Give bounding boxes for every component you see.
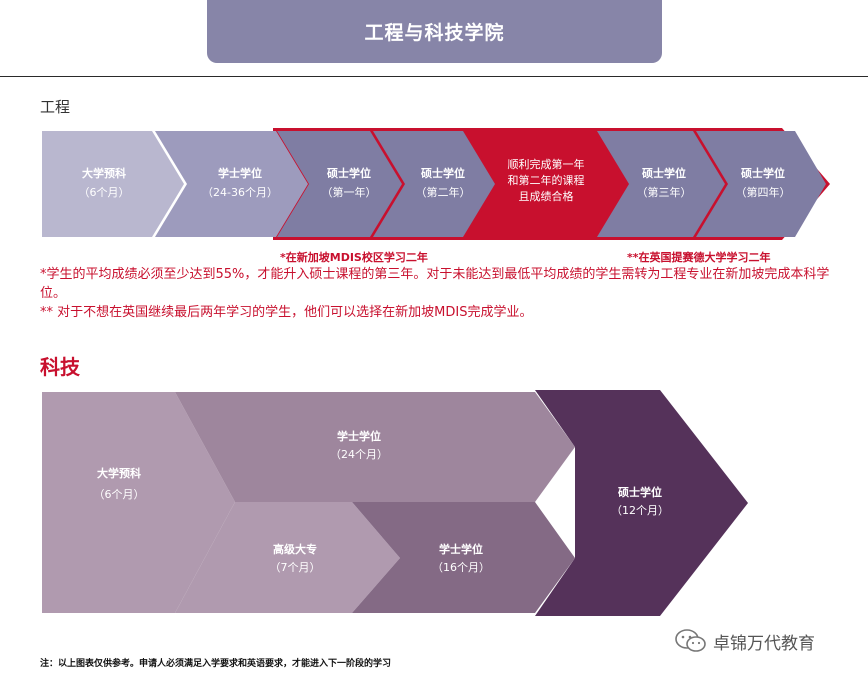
science-step-bachelor-direct	[175, 392, 575, 502]
engineering-step-master-y4	[696, 131, 826, 237]
engineering-step-label: 顺利完成第一年	[508, 157, 585, 171]
science-step-label: 高级大专	[273, 542, 317, 556]
engineering-step-duration: （24-36个月）	[202, 186, 278, 199]
science-section-title: 科技	[40, 355, 80, 379]
engineering-step-master-y1	[277, 131, 402, 237]
science-step-duration: （16个月）	[432, 561, 490, 574]
grade-requirement-note: *学生的平均成绩必须至少达到55%，才能升入硕士课程的第三年。对于未能达到最低平…	[40, 267, 830, 301]
header-title: 工程与科技学院	[207, 0, 662, 63]
science-step-duration: （7个月）	[270, 561, 321, 574]
engineering-step-duration: （第四年）	[736, 185, 791, 199]
watermark: 卓锦万代教育	[675, 628, 815, 654]
engineering-step-foundation	[42, 131, 184, 237]
science-step-bachelor-topup	[352, 502, 575, 613]
singapore-campus-caption: *在新加坡MDIS校区学习二年	[280, 251, 428, 264]
engineering-step-duration: （6个月）	[79, 186, 130, 199]
wechat-icon	[675, 629, 706, 652]
science-step-label: 学士学位	[439, 542, 483, 556]
engineering-step-master-y2	[373, 131, 495, 237]
engineering-step-pass-condition	[466, 131, 626, 237]
science-step-foundation	[42, 392, 235, 613]
engineering-step-bachelor	[155, 131, 308, 237]
engineering-step-label: 且成绩合格	[519, 189, 574, 203]
science-step-label: 大学预科	[97, 466, 141, 480]
engineering-step-master-y3	[597, 131, 725, 237]
engineering-step-label: 硕士学位	[741, 166, 785, 180]
science-step-master	[535, 390, 748, 616]
engineering-step-label: 硕士学位	[327, 166, 371, 180]
science-step-duration: （6个月）	[94, 488, 145, 501]
science-step-label: 硕士学位	[618, 485, 662, 499]
science-step-duration: （24个月）	[330, 448, 388, 461]
engineering-pathway-diagram: 大学预科 （6个月） 学士学位 （24-36个月） 硕士学位 （第一年） 硕士学…	[42, 128, 830, 240]
science-step-label: 学士学位	[337, 429, 381, 443]
engineering-step-duration: （第二年）	[416, 185, 471, 199]
watermark-text: 卓锦万代教育	[713, 633, 815, 654]
engineering-step-label: 和第二年的课程	[508, 173, 585, 187]
engineering-step-duration: （第一年）	[322, 185, 377, 199]
engineering-step-label: 硕士学位	[421, 166, 465, 180]
header-divider	[0, 76, 868, 77]
engineering-section-title: 工程	[40, 98, 71, 116]
science-step-diploma	[175, 502, 400, 613]
footer-disclaimer: 注：以上图表仅供参考。申请人必须满足入学要求和英语要求，才能进入下一阶段的学习	[40, 659, 392, 669]
science-pathway-diagram: 大学预科 （6个月） 学士学位 （24个月） 高级大专 （7个月） 学士学位 （…	[42, 390, 748, 616]
engineering-step-duration: （第三年）	[637, 185, 692, 199]
uk-university-caption: **在英国提赛德大学学习二年	[627, 251, 771, 264]
engineering-step-label: 硕士学位	[642, 166, 686, 180]
singapore-option-note: ** 对于不想在英国继续最后两年学习的学生，他们可以选择在新加坡MDIS完成学业…	[40, 305, 533, 320]
engineering-step-label: 学士学位	[218, 166, 262, 180]
science-step-duration: （12个月）	[611, 504, 669, 517]
engineering-step-label: 大学预科	[82, 166, 126, 180]
